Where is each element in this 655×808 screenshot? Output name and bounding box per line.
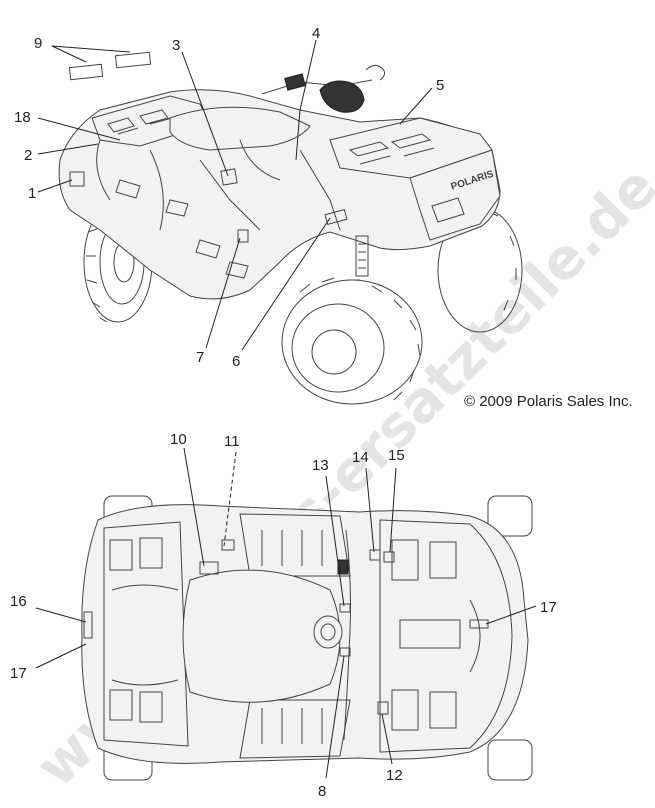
- atv-top-view: [81, 495, 533, 781]
- decal-15: [383, 551, 395, 563]
- decal-11: [221, 539, 235, 551]
- decal-16: [83, 611, 93, 639]
- callout-7: 7: [196, 349, 204, 366]
- fuel-cap: [313, 615, 343, 649]
- handlebar: [261, 64, 386, 113]
- callout-10: 10: [170, 431, 187, 448]
- callout-4: 4: [312, 25, 320, 42]
- callout-6: 6: [232, 353, 240, 370]
- callout-17-left: 17: [10, 665, 27, 682]
- callout-3: 3: [172, 37, 180, 54]
- callout-17-right: 17: [540, 599, 557, 616]
- callout-5: 5: [436, 77, 444, 94]
- leader-lines-top: [37, 39, 433, 351]
- atv-side-view: POLARIS: [58, 64, 523, 405]
- decal-10: [199, 561, 219, 575]
- callout-16: 16: [10, 593, 27, 610]
- decal-9b: [114, 51, 152, 69]
- decal-3: [220, 168, 238, 186]
- decal-8: [339, 647, 351, 657]
- callouts-top: 9 3 4 5 18 2 1 7 6: [14, 25, 444, 370]
- decal-7: [237, 229, 249, 243]
- callouts-bottom: 10 11 13 14 15 16 17 17 8 12: [10, 431, 557, 800]
- front-wheel: [281, 277, 423, 405]
- callout-11: 11: [224, 433, 240, 450]
- wheel-fr: [487, 739, 533, 781]
- callout-2: 2: [24, 147, 32, 164]
- callout-12: 12: [386, 767, 403, 784]
- copyright: © 2009 Polaris Sales Inc.: [464, 393, 633, 410]
- decal-12: [377, 701, 389, 715]
- decal-9a: [68, 63, 104, 81]
- callout-18: 18: [14, 109, 31, 126]
- callout-9: 9: [34, 35, 42, 52]
- callout-14: 14: [352, 449, 369, 466]
- callout-13: 13: [312, 457, 329, 474]
- wheel-fl: [487, 495, 533, 537]
- seat: [169, 106, 311, 151]
- top-seat: [182, 569, 341, 703]
- decal-1: [69, 171, 85, 187]
- decal-6: [324, 208, 348, 226]
- callout-8: 8: [318, 783, 326, 800]
- footrest-bottom: [239, 699, 351, 759]
- front-fascia: [409, 149, 501, 241]
- leader-lines-bottom: [35, 447, 537, 779]
- decal-13: [339, 603, 351, 613]
- headlight: [431, 197, 465, 223]
- callout-15: 15: [388, 447, 405, 464]
- decal-14: [369, 549, 381, 561]
- decal-17-front: [469, 619, 489, 629]
- callout-1: 1: [28, 185, 36, 202]
